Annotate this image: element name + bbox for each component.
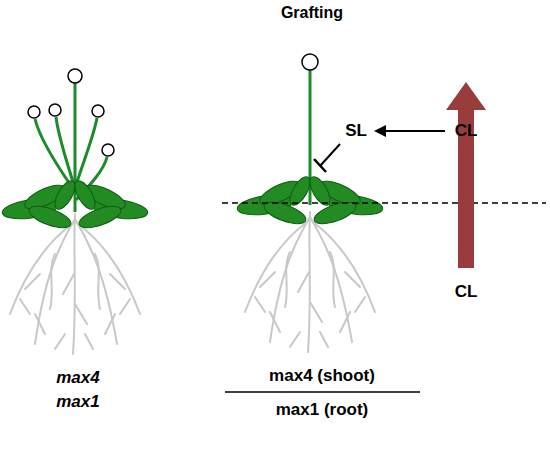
hormone-label: CL: [455, 283, 478, 302]
title-label: Grafting: [281, 4, 343, 22]
genotype-label: max4: [56, 369, 99, 388]
genotype-label: max1: [56, 393, 99, 412]
genotype-label: max4 (shoot): [269, 367, 375, 386]
hormone-label: SL: [345, 122, 367, 141]
genotype-label: max1 (root): [276, 401, 369, 420]
hormone-label: CL: [455, 122, 478, 141]
